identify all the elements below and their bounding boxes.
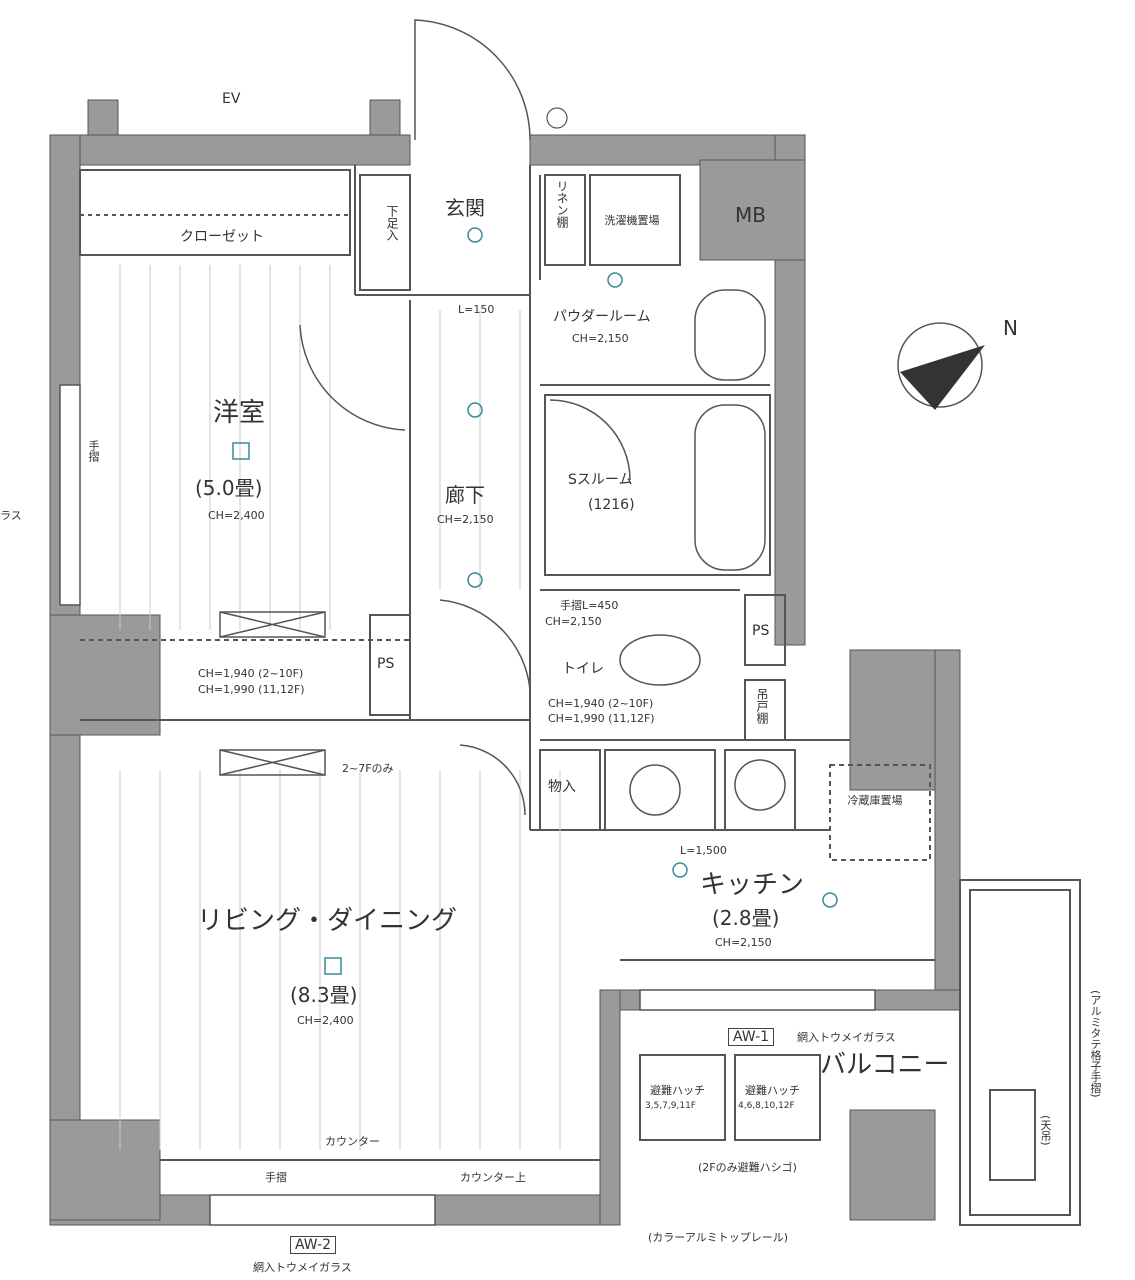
kitchen-size: (2.8畳) <box>712 906 780 930</box>
floor-note: 2~7Fのみ <box>342 762 394 775</box>
toilet-ch2: CH=1,940 (2~10F) <box>548 697 654 710</box>
powder-room-ch: CH=2,150 <box>572 332 629 345</box>
windows <box>59 384 876 1226</box>
fridge-label: 冷蔵庫置場 <box>847 794 903 807</box>
toilet-ch: CH=2,150 <box>545 615 602 628</box>
hallway-name: 廊下 <box>445 483 485 507</box>
fixtures <box>619 289 786 816</box>
closet-label: クローゼット <box>180 229 264 245</box>
hanger-cabinet-label: 吊戸棚 <box>755 688 769 724</box>
l150-label: L=150 <box>458 303 495 316</box>
toilet-name: トイレ <box>562 661 604 677</box>
kitchen-counter: L=1,500 <box>680 844 727 857</box>
hallway-ch: CH=2,150 <box>437 513 494 526</box>
counter-top-label: カウンター上 <box>460 1171 526 1184</box>
living-size: (8.3畳) <box>290 983 358 1007</box>
balcony-name: バルコニー <box>820 1050 950 1080</box>
top-rail-note: (カラーアルミトップレール) <box>648 1231 789 1244</box>
washer-label: 洗濯機置場 <box>604 214 660 227</box>
compass-icon <box>897 322 985 410</box>
aw2-glass: 網入トウメイガラス <box>253 1261 352 1274</box>
linen-label: リネン棚 <box>555 180 569 228</box>
bathroom-size: (1216) <box>588 497 635 513</box>
above-note: (天吊) <box>1039 1115 1052 1146</box>
kitchen-ch: CH=2,150 <box>715 936 772 949</box>
kitchen-name: キッチン <box>700 870 805 900</box>
compass-north-label: N <box>1003 316 1018 340</box>
hatch-1-label: 避難ハッチ <box>650 1084 705 1097</box>
toilet-rail: 手摺L=450 <box>560 599 619 612</box>
entrance-label: 玄関 <box>445 196 485 220</box>
ceiling-lights <box>232 227 838 975</box>
ps-label-2: PS <box>377 656 395 672</box>
railing-note: (アルミタテ格子手摺) <box>1089 990 1102 1098</box>
edge-glass-label: ラス <box>0 509 22 522</box>
meter-box-label: MB <box>735 203 766 227</box>
counter-label: カウンター <box>325 1135 380 1148</box>
ventilation-fans <box>219 611 326 776</box>
hatch-1-floors: 3,5,7,9,11F <box>645 1101 696 1111</box>
western-room-ch: CH=2,400 <box>208 509 265 522</box>
hatch-2-floors: 4,6,8,10,12F <box>738 1101 795 1111</box>
ladder-note: (2Fのみ避難ハシゴ) <box>698 1161 797 1174</box>
closet-ch-1: CH=1,940 (2~10F) <box>198 667 304 680</box>
handrail-label: 手摺 <box>265 1171 287 1184</box>
elevator-label: EV <box>222 91 241 107</box>
aw1-glass: 網入トウメイガラス <box>797 1031 896 1044</box>
inner-walls <box>79 165 1081 1226</box>
western-handrail: 手摺 <box>87 440 100 462</box>
western-room-size: (5.0畳) <box>195 476 263 500</box>
aw1-label: AW-1 <box>728 1028 775 1046</box>
outer-walls <box>49 99 961 1226</box>
hatch-2-label: 避難ハッチ <box>745 1084 800 1097</box>
door-swings <box>299 19 631 816</box>
bathroom-name: Sスルーム <box>568 472 633 488</box>
closet-ch-2: CH=1,990 (11,12F) <box>198 683 305 696</box>
living-name: リビング・ダイニング <box>197 906 458 936</box>
living-ch: CH=2,400 <box>297 1014 354 1027</box>
floor-hatching <box>119 265 561 1150</box>
storage-label: 物入 <box>548 779 576 795</box>
toilet-ch3: CH=1,990 (11,12F) <box>548 712 655 725</box>
western-room-name: 洋室 <box>213 398 266 428</box>
shoebox-label: 下足入 <box>385 205 399 241</box>
ps-label-1: PS <box>752 623 770 639</box>
aw2-label: AW-2 <box>290 1236 337 1254</box>
powder-room-name: パウダールーム <box>553 309 651 325</box>
